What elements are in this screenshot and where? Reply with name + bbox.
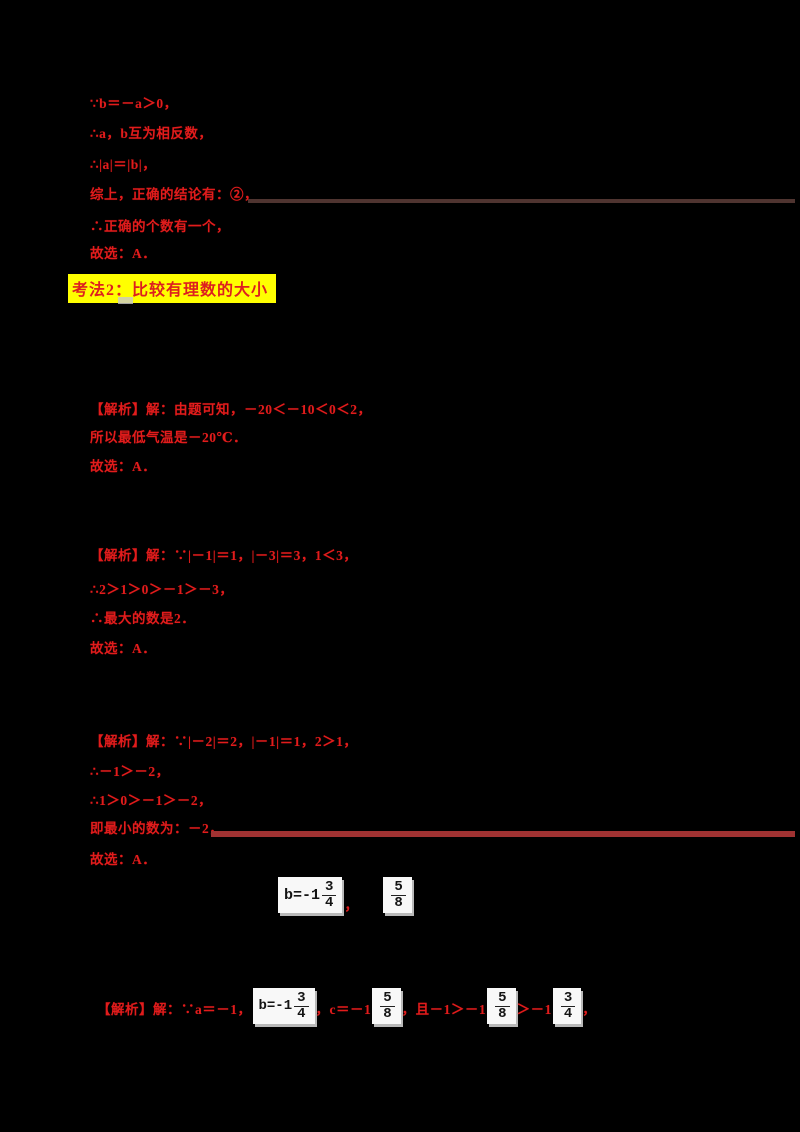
fraction: 5 8 [391, 880, 406, 911]
fraction-denominator: 8 [498, 1005, 507, 1022]
example2-answer-line: 故选：A． [90, 641, 157, 656]
formula-prefix: b=-1 [284, 886, 321, 904]
fraction: 3 4 [560, 991, 576, 1022]
fraction-numerator: 5 [495, 991, 510, 1007]
fraction-denominator: 8 [383, 1005, 392, 1022]
example1-answer-line: 故选：A． [90, 459, 157, 474]
top-solution-line-1: ∵b＝－a＞0， [90, 96, 178, 111]
fraction-numerator: 5 [380, 991, 395, 1007]
top-solution-answer-line: 故选：A． [90, 246, 157, 261]
formula-image-b-value: b=-1 3 4 [252, 988, 315, 1025]
example3-step-line: ∴－1＞－2， [90, 764, 170, 779]
fraction: 5 8 [495, 991, 510, 1022]
example3-inequality-line: ∴1＞0＞－1＞－2， [90, 793, 213, 808]
red-text-segment: ＞－1 [516, 1002, 552, 1018]
example3-analysis-line: 【解析】解：∵|－2|＝2，|－1|＝1，2＞1， [90, 734, 358, 749]
example2-inequality-line: ∴2＞1＞0＞－1＞－3， [90, 582, 234, 597]
red-text-segment: ，且－1＞－1 [401, 1002, 487, 1018]
section-heading: 考法2：比较有理数的大小 [68, 274, 277, 303]
formula-image-fraction: 5 8 [372, 988, 401, 1025]
top-solution-line-2: ∴a，b互为相反数， [90, 126, 213, 141]
formula-image-b-value: b=-1 3 4 [278, 877, 343, 914]
fraction-numerator: 3 [294, 991, 309, 1007]
formula-image-fraction: 5 8 [383, 877, 412, 914]
fraction-denominator: 4 [297, 1005, 306, 1022]
fraction-denominator: 8 [394, 894, 403, 911]
highlight-artifact [118, 297, 133, 304]
fraction-numerator: 3 [560, 991, 576, 1007]
red-text-segment: ， [582, 1002, 597, 1018]
formula-image-fraction: 3 4 [552, 988, 582, 1025]
horizontal-rule [211, 831, 795, 837]
formula-image-fraction: 5 8 [487, 988, 516, 1025]
fraction: 3 4 [294, 991, 309, 1022]
example4-analysis-line: 【解析】解：∵a＝－1， b=-1 3 4 ，c＝－1 5 8 ，且－1＞－1 … [96, 988, 597, 1025]
example3-answer-line: 故选：A． [90, 852, 157, 867]
example2-conclusion-line: ∴最大的数是2． [90, 611, 196, 626]
comma-separator: ， [344, 899, 359, 915]
red-text-segment: ，c＝－1 [315, 1002, 372, 1018]
fraction-denominator: 4 [563, 1005, 573, 1022]
horizontal-rule [248, 199, 795, 203]
red-text-segment: 【解析】解：∵a＝－1， [97, 1002, 252, 1018]
fraction: 5 8 [380, 991, 395, 1022]
example1-analysis-line: 【解析】解：由题可知，－20＜－10＜0＜2， [90, 402, 372, 417]
top-solution-conclusion-line: 综上，正确的结论有：②， [90, 187, 258, 202]
formula-image-row: b=-1 3 4 ， 5 8 [278, 877, 412, 915]
formula-prefix: b=-1 [258, 998, 293, 1015]
fraction-numerator: 5 [391, 880, 406, 896]
fraction: 3 4 [322, 880, 337, 911]
fraction-denominator: 4 [325, 894, 334, 911]
top-solution-line-5: ∴正确的个数有一个， [90, 219, 230, 234]
top-solution-line-3: ∴|a|＝|b|， [90, 157, 157, 172]
example1-conclusion-line: 所以最低气温是－20℃． [90, 430, 248, 445]
example2-analysis-line: 【解析】解：∵|－1|＝1，|－3|＝3，1＜3， [90, 548, 358, 563]
fraction-numerator: 3 [322, 880, 337, 896]
example3-conclusion-line: 即最小的数为：－2， [90, 821, 224, 836]
